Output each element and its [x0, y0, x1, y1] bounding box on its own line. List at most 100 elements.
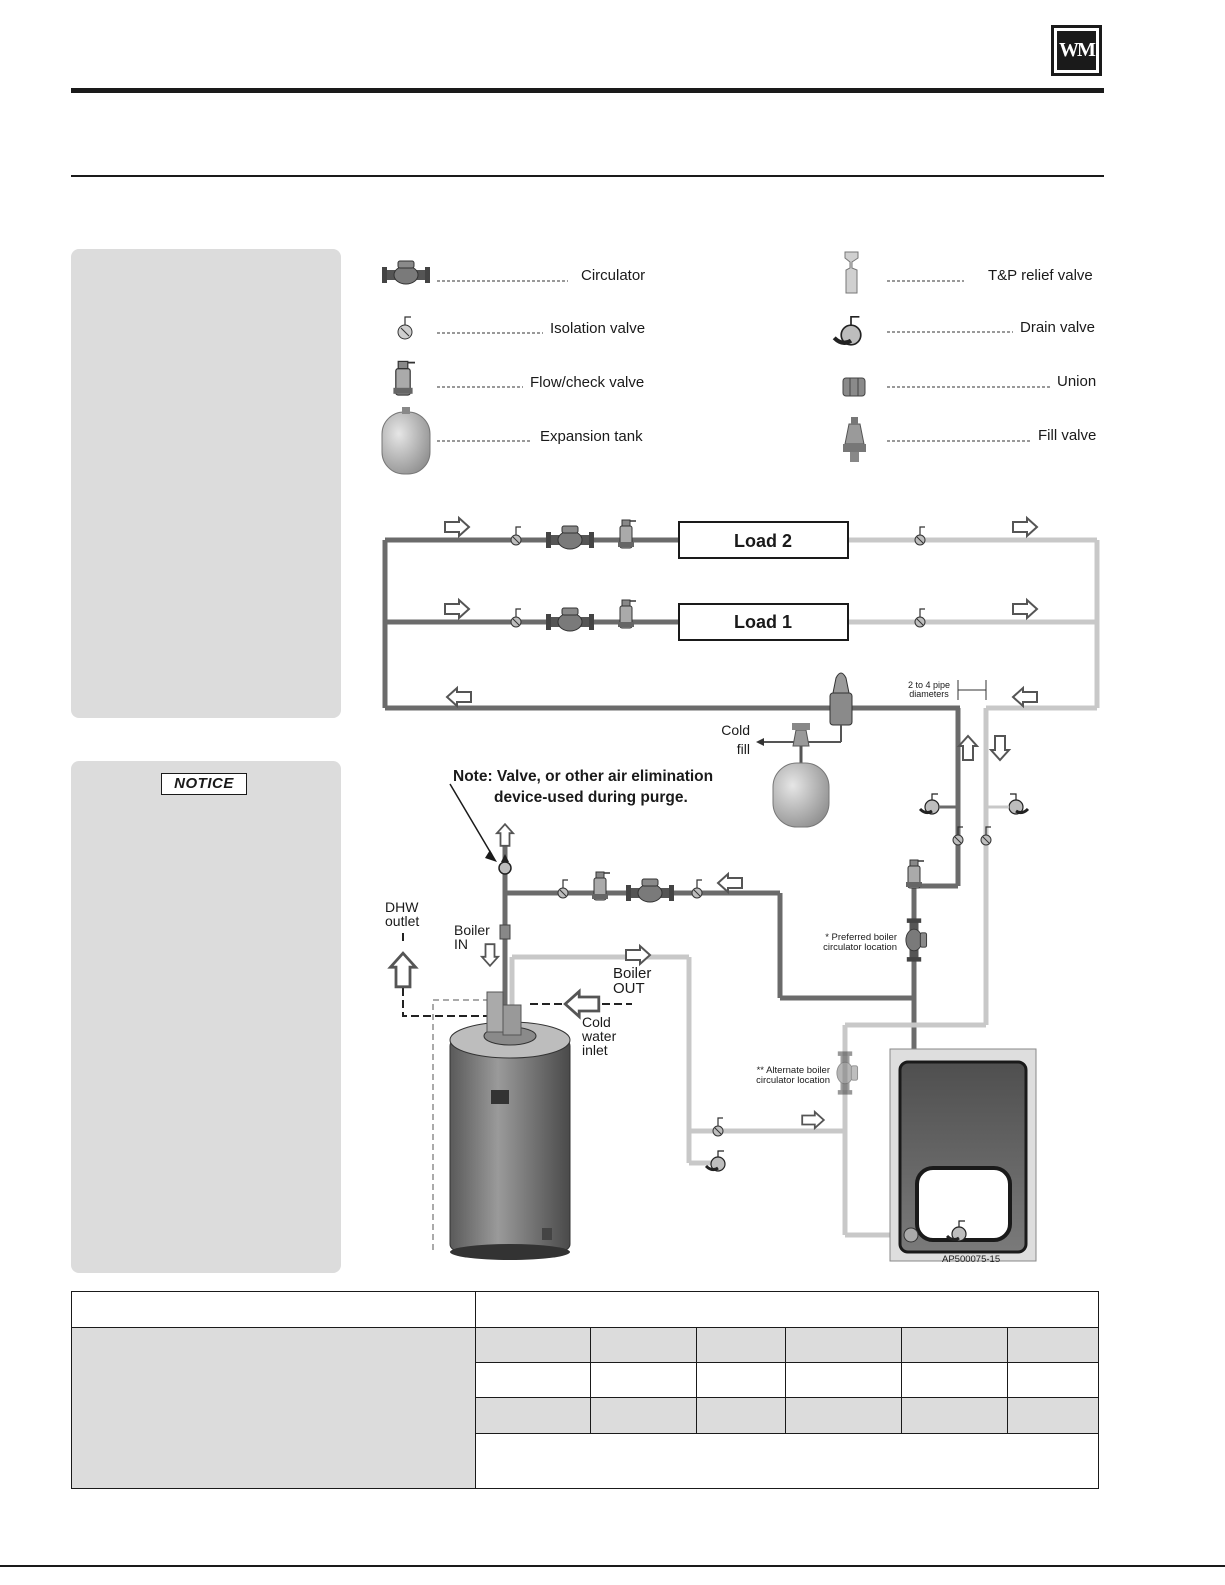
footer-rule [0, 1565, 1225, 1567]
table-row [71, 1291, 1100, 1328]
water-heater [449, 991, 571, 1260]
tp-relief-valve-icon [844, 251, 859, 294]
cold-fill-label-2: fill [737, 741, 750, 757]
table-cell [696, 1327, 787, 1363]
circulator-icon [625, 878, 675, 903]
boiler-in-label-2: IN [454, 936, 468, 952]
legend-tp-relief-valve: T&P relief valve [988, 267, 1093, 284]
table-cell [785, 1397, 903, 1434]
legend-circulator: Circulator [581, 267, 645, 284]
table-cell [901, 1362, 1009, 1398]
isolation-valve-icon [510, 526, 522, 546]
table-cell [474, 1327, 592, 1363]
piping-diagram: Circulator Isolation valve Flow/check va… [381, 251, 1100, 1265]
boiler-out-label-2: OUT [613, 980, 645, 997]
table-cell [474, 1433, 1100, 1489]
header-rule [71, 88, 1104, 93]
table-cell [590, 1327, 698, 1363]
flow-arrow-icon [958, 735, 978, 761]
wm-logo: WM [1051, 25, 1102, 76]
sidebar-panel-top [71, 249, 341, 718]
isolation-valve-icon [952, 826, 964, 846]
isolation-valve-icon [914, 608, 926, 628]
purge-valve-icon [498, 854, 512, 875]
preferred-location-label-2: circulator location [823, 942, 897, 953]
legend-union: Union [1057, 373, 1096, 390]
legend-expansion-tank: Expansion tank [540, 428, 643, 445]
figure-id: AP500075-15 [942, 1254, 1000, 1265]
cold-water-label-2: water [581, 1028, 617, 1044]
flow-arrow-icon [801, 1111, 825, 1129]
return-piping [509, 537, 1100, 1238]
isolation-valve-icon [914, 526, 926, 546]
flow-arrow-icon [1012, 599, 1038, 619]
table-cell [474, 1397, 592, 1434]
flow-check-valve-icon [392, 360, 416, 396]
isolation-valve-icon [510, 608, 522, 628]
cold-fill-label-1: Cold [721, 722, 750, 738]
purge-note-line2: device-used during purge. [494, 789, 688, 806]
circulator-icon [545, 525, 595, 550]
isolation-valve-icon [397, 316, 413, 340]
isolation-valve-icon [691, 879, 703, 899]
flow-arrow-icon [625, 945, 651, 965]
flow-arrow-icon [1012, 517, 1038, 537]
pipe-spacing-label-2: diameters [909, 689, 949, 699]
legend-fill-valve: Fill valve [1038, 427, 1096, 444]
table-cell [1007, 1362, 1099, 1398]
title-rule [71, 175, 1104, 177]
fill-valve-icon [792, 723, 810, 747]
cold-fill-arrow [756, 738, 764, 746]
table-cell [474, 1291, 1100, 1328]
table-cell [901, 1397, 1009, 1434]
union-icon [499, 924, 511, 940]
table-cell [1007, 1397, 1099, 1434]
table-cell [696, 1362, 787, 1398]
table-cell [474, 1362, 592, 1398]
table-cell [590, 1397, 698, 1434]
flow-check-valve-icon [591, 871, 611, 901]
table-cell [696, 1397, 787, 1434]
notice-badge: NOTICE [161, 773, 247, 795]
alternate-location-label-1: ** Alternate boiler [757, 1065, 830, 1076]
isolation-valve-icon [980, 826, 992, 846]
table-row [71, 1327, 1099, 1489]
dhw-outlet-label-1: DHW [385, 899, 419, 915]
table-cell [1007, 1327, 1099, 1363]
flow-check-valve-icon [617, 599, 637, 629]
preferred-circulator-icon [905, 917, 928, 963]
table-cell [71, 1291, 476, 1328]
circulator-icon [381, 260, 431, 285]
alternate-circulator-icon [836, 1050, 859, 1096]
flow-arrow-icon [1012, 687, 1038, 707]
legend-isolation-valve: Isolation valve [550, 320, 645, 337]
drain-valve-icon [918, 792, 941, 816]
sidebar-panel-notice: NOTICE [71, 761, 341, 1273]
flow-arrow-icon [444, 517, 470, 537]
flow-check-valve-icon [905, 859, 925, 889]
air-separator-icon [829, 672, 853, 726]
table-cell [785, 1362, 903, 1398]
load-1-box [678, 603, 849, 641]
alternate-location-label-2: circulator location [756, 1075, 830, 1086]
circulator-icon [545, 607, 595, 632]
flow-arrow-icon [446, 687, 472, 707]
legend-drain-valve: Drain valve [1020, 319, 1095, 336]
boiler [889, 1048, 1037, 1262]
wm-logo-mark: WM [1057, 31, 1096, 70]
load-2-box [678, 521, 849, 559]
table-cell [71, 1327, 476, 1489]
legend-flow-check-valve: Flow/check valve [530, 374, 644, 391]
flow-arrow-icon [444, 599, 470, 619]
cold-water-label-1: Cold [582, 1014, 611, 1030]
boiler-out-label-1: Boiler [613, 965, 651, 982]
union-icon [842, 377, 866, 397]
flow-arrow-icon [388, 951, 418, 989]
flow-arrow-icon [480, 943, 500, 967]
drain-valve-icon [1007, 792, 1030, 816]
spec-table [71, 1291, 1100, 1489]
isolation-valve-icon [712, 1117, 724, 1137]
preferred-location-label-1: * Preferred boiler [825, 932, 897, 943]
expansion-tank-icon [381, 407, 431, 475]
load-1-label: Load 1 [734, 612, 792, 632]
